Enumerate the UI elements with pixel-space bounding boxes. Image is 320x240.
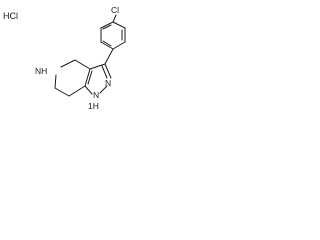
pyrazole-bond xyxy=(84,68,91,87)
benzene-bond xyxy=(112,21,126,29)
pyrazole-bond xyxy=(104,63,112,79)
piperidine-bond xyxy=(74,59,91,70)
benzene-double-bond xyxy=(102,24,112,30)
chlorophenyl-group xyxy=(100,14,126,50)
aryl-pyrazole-bond xyxy=(104,48,114,65)
tetrahydropyridine-ring xyxy=(54,59,91,97)
ring-nh-label: NH xyxy=(35,66,47,76)
c-cl-bond xyxy=(112,14,117,23)
benzene-double-bond xyxy=(102,40,112,47)
benzene-bond xyxy=(100,41,114,50)
pyrazole-ring xyxy=(84,63,112,95)
pyrazole-bond xyxy=(84,85,93,95)
piperidine-bond xyxy=(54,87,70,97)
chlorine-label: Cl xyxy=(111,5,119,15)
pyrazole-double-bond xyxy=(101,65,108,79)
benzene-bond xyxy=(112,41,126,50)
chemical-structure-diagram: HCl Cl N N 1H xyxy=(3,5,126,111)
pyrazole-bond xyxy=(89,63,106,70)
piperidine-bond xyxy=(54,74,57,89)
pyrazole-double-bond xyxy=(87,70,93,85)
piperidine-bond xyxy=(68,85,86,97)
pyrazole-1h-label: 1H xyxy=(88,101,99,111)
pyrazole-n1-label: N xyxy=(93,90,99,100)
pyrazole-bond xyxy=(99,85,108,94)
benzene-bond xyxy=(100,21,114,29)
piperidine-bond xyxy=(60,59,76,68)
pyrazole-n2-label: N xyxy=(105,78,111,88)
hcl-salt-label: HCl xyxy=(3,11,18,21)
